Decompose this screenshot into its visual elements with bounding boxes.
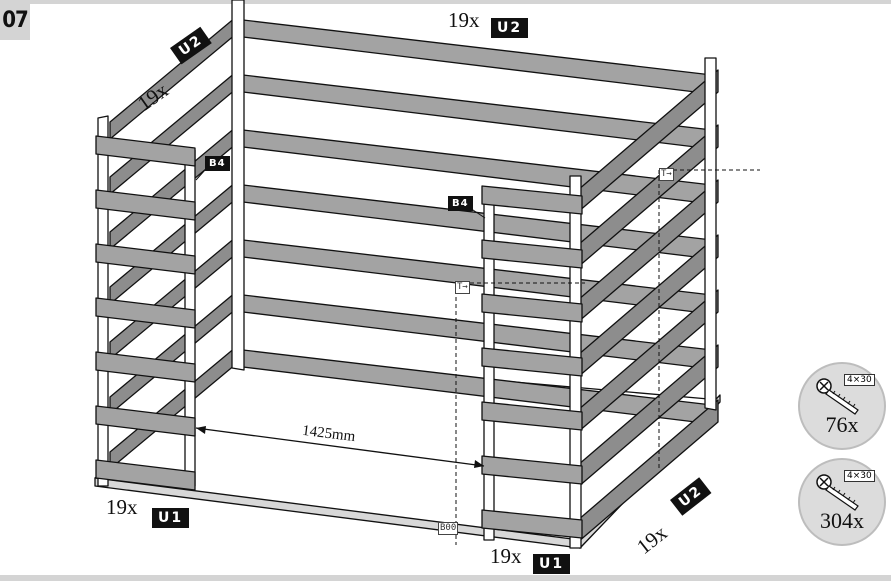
hardware-badge-1: 4×30 76x <box>798 362 886 450</box>
back-part-tag: U2 <box>491 18 529 38</box>
front-left-plank-1 <box>95 135 196 167</box>
screw-icon <box>816 474 859 511</box>
guide-lines <box>195 169 760 545</box>
left-post-leader <box>195 169 206 181</box>
front-left-part-tag: U1 <box>152 508 190 528</box>
front-right-plank-1 <box>481 185 583 215</box>
front-right-part-tag: U1 <box>533 554 571 574</box>
front-right-plank-3 <box>481 293 583 323</box>
back-right-post <box>704 57 717 411</box>
front-left-plank-4 <box>95 297 196 329</box>
back-left-post <box>231 0 245 371</box>
top-border <box>30 0 891 4</box>
bottom-border <box>0 575 891 581</box>
floor-code: B00 <box>438 522 459 535</box>
screw-count-2: 304x <box>820 508 864 533</box>
front-left-plank-7 <box>95 459 196 491</box>
back-quantity: 19x <box>448 8 480 32</box>
left-plank-2 <box>109 71 237 195</box>
front-left-plank-5 <box>95 351 196 383</box>
front-right-quantity: 19x <box>490 544 522 568</box>
screw-size-2: 4×30 <box>844 470 875 482</box>
front-right-plank-7 <box>481 509 583 539</box>
screw-icon <box>816 378 859 415</box>
step-number: 07 <box>0 0 30 40</box>
front-right-plank-6 <box>481 455 583 485</box>
front-left-plank-6 <box>95 405 196 437</box>
code-marker-b: Т→ <box>455 281 470 294</box>
right-post-tag: B4 <box>448 196 473 211</box>
screw-size-1: 4×30 <box>844 374 875 386</box>
left-plank-1 <box>109 16 237 140</box>
front-left-quantity: 19x <box>106 495 138 519</box>
dimension-line <box>195 427 485 467</box>
code-marker-a: Т→ <box>659 168 674 181</box>
post-group <box>95 0 717 549</box>
dimension-arrow-right <box>474 460 484 468</box>
left-post-tag: B4 <box>205 156 230 171</box>
front-left-plank-3 <box>95 243 196 275</box>
front-right-plank-2 <box>481 239 583 269</box>
dimension-arrow-left <box>196 426 206 434</box>
hardware-badge-2: 4×30 304x <box>798 458 886 546</box>
front-right-plank-5 <box>481 401 583 431</box>
front-right-plank-4 <box>481 347 583 377</box>
screw-count-1: 76x <box>825 412 859 437</box>
front-left-plank-2 <box>95 189 196 221</box>
